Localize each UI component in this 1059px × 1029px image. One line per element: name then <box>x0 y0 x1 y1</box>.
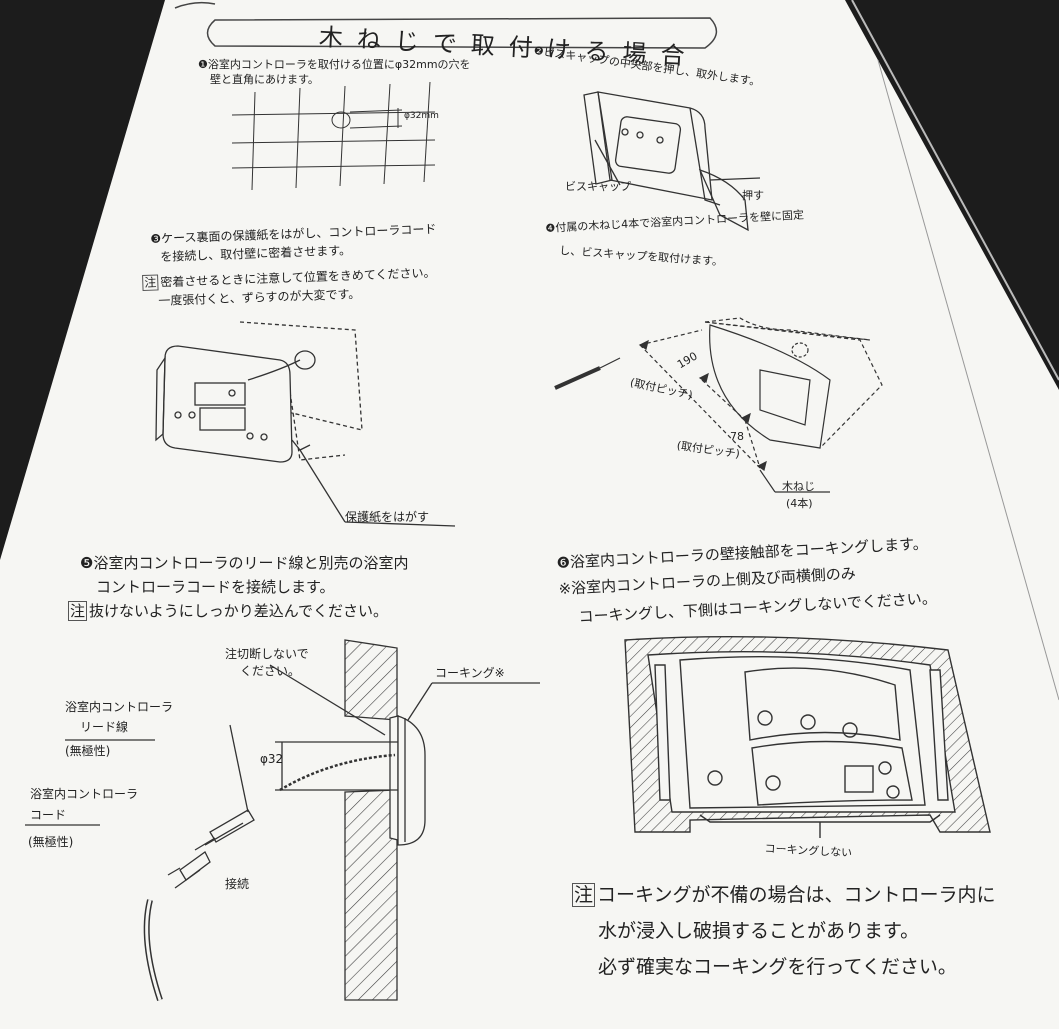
step-5-line-2: コントローラコードを接続します。 <box>96 578 335 596</box>
no-cut-label-1: 注切断しないで <box>225 647 309 661</box>
cord-nonpolar-label: (無極性) <box>28 835 74 849</box>
step-1-line-2: 壁と直角にあけます。 <box>210 73 319 86</box>
wood-screw-qty-label: (4本) <box>786 497 813 510</box>
protective-paper-label: 保護紙をはがす <box>345 510 430 524</box>
connect-label: 接続 <box>225 877 250 891</box>
final-note-line-3: 必ず確実なコーキングを行ってください。 <box>598 956 957 978</box>
hole-dimension-label: φ32mm <box>404 111 439 121</box>
cord-label-1: 浴室内コントローラ <box>30 787 139 801</box>
step-5-line-1: ❺浴室内コントローラのリード線と別売の浴室内 <box>80 554 409 572</box>
final-note-line-2: 水が浸入し破損することがあります。 <box>598 920 920 942</box>
no-cut-label-2: ください。 <box>240 664 301 678</box>
bis-cap-label: ビスキャップ <box>565 180 631 193</box>
phi32-label: φ32 <box>260 752 284 766</box>
push-label: 押す <box>742 189 764 202</box>
note-mark: 注 <box>68 601 88 621</box>
step-5-note-line-1: 注抜けないようにしっかり差込んでください。 <box>68 601 388 621</box>
final-note-line-1: 注コーキングが不備の場合は、コントローラ内に <box>572 883 996 907</box>
cord-label-2: コード <box>30 808 67 822</box>
pitch-78-value: 78 <box>730 430 744 443</box>
step-1-line-1: ❶浴室内コントローラを取付ける位置にφ32mmの穴を <box>198 58 471 71</box>
caulking-label: コーキング※ <box>435 666 505 680</box>
wood-screw-label: 木ねじ <box>782 480 815 493</box>
lead-wire-label-2: リード線 <box>80 720 129 734</box>
note-mark: 注 <box>572 883 596 907</box>
lead-wire-nonpolar-label: (無極性) <box>65 744 111 758</box>
lead-wire-label-1: 浴室内コントローラ <box>65 700 174 714</box>
